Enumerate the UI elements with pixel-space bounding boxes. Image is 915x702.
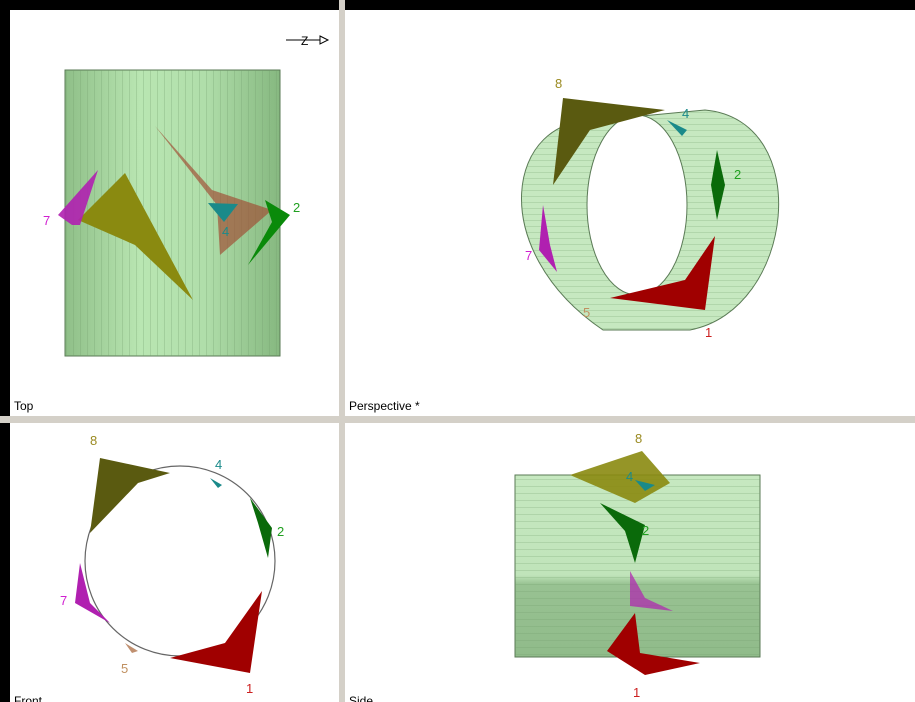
side-view-canvas: 8 4 2 1 <box>514 431 761 700</box>
label-2-top: 2 <box>293 200 300 215</box>
label-5-persp: 5 <box>583 305 590 320</box>
piece-1-top <box>155 126 272 255</box>
piece-2-persp <box>711 150 725 220</box>
svg-text:Z: Z <box>301 34 308 48</box>
piece-7-persp <box>539 205 557 272</box>
piece-7-top <box>58 170 98 225</box>
piece-7-side <box>630 571 673 611</box>
viewport-front[interactable]: 8 4 2 7 5 1 Front <box>10 423 339 702</box>
label-2-persp: 2 <box>734 167 741 182</box>
piece-8-top <box>78 173 193 300</box>
label-8-persp: 8 <box>555 76 562 91</box>
viewport-top[interactable]: 2 4 7 Z Top <box>10 10 339 416</box>
north-arrow-icon: Z <box>286 34 330 48</box>
label-1-persp: 1 <box>705 325 712 340</box>
piece-2-front <box>250 498 272 558</box>
piece-4-persp <box>667 120 687 136</box>
label-4-front: 4 <box>215 457 222 472</box>
cylinder-perspective <box>521 109 780 331</box>
piece-1-side <box>607 613 700 675</box>
label-2-front: 2 <box>277 524 284 539</box>
label-2-side: 2 <box>642 523 649 538</box>
cylinder-side-view <box>514 474 761 658</box>
viewport-splitter-vertical[interactable] <box>339 0 345 702</box>
label-8-side: 8 <box>635 431 642 446</box>
label-1-front: 1 <box>246 681 253 696</box>
piece-5-front <box>125 643 138 653</box>
viewport-splitter-horizontal[interactable] <box>0 416 915 423</box>
label-7-persp: 7 <box>525 248 532 263</box>
top-view-canvas: 2 4 7 Z <box>43 34 330 357</box>
piece-7-front <box>75 563 110 623</box>
label-4-top: 4 <box>222 224 229 239</box>
front-view-canvas: 8 4 2 7 5 1 <box>60 433 284 696</box>
viewport-title-perspective: Perspective * <box>349 399 420 413</box>
piece-2-side <box>600 503 645 563</box>
viewport-side[interactable]: 8 4 2 1 Side <box>345 423 915 702</box>
viewport-perspective[interactable]: 8 4 2 7 5 1 Perspective * <box>345 10 915 416</box>
label-8-front: 8 <box>90 433 97 448</box>
piece-8-persp <box>553 98 665 185</box>
piece-1-persp <box>610 236 715 310</box>
label-5-front: 5 <box>121 661 128 676</box>
perspective-view-canvas: 8 4 2 7 5 1 <box>521 76 780 340</box>
frame-edge-left <box>0 0 10 702</box>
piece-4-front <box>210 478 222 488</box>
viewport-title-front: Front <box>14 694 43 702</box>
label-1-side: 1 <box>633 685 640 700</box>
label-4-side: 4 <box>626 469 633 484</box>
label-7-front: 7 <box>60 593 67 608</box>
label-7-top: 7 <box>43 213 50 228</box>
piece-1-front <box>170 591 262 673</box>
frame-edge-top <box>0 0 915 10</box>
piece-4-top <box>208 203 238 222</box>
viewport-title-side: Side <box>349 694 374 702</box>
piece-2-top <box>248 200 290 265</box>
piece-8-front <box>90 458 170 533</box>
label-4-persp: 4 <box>682 106 689 121</box>
viewport-title-top: Top <box>14 399 34 413</box>
piece-4-side <box>635 480 655 491</box>
